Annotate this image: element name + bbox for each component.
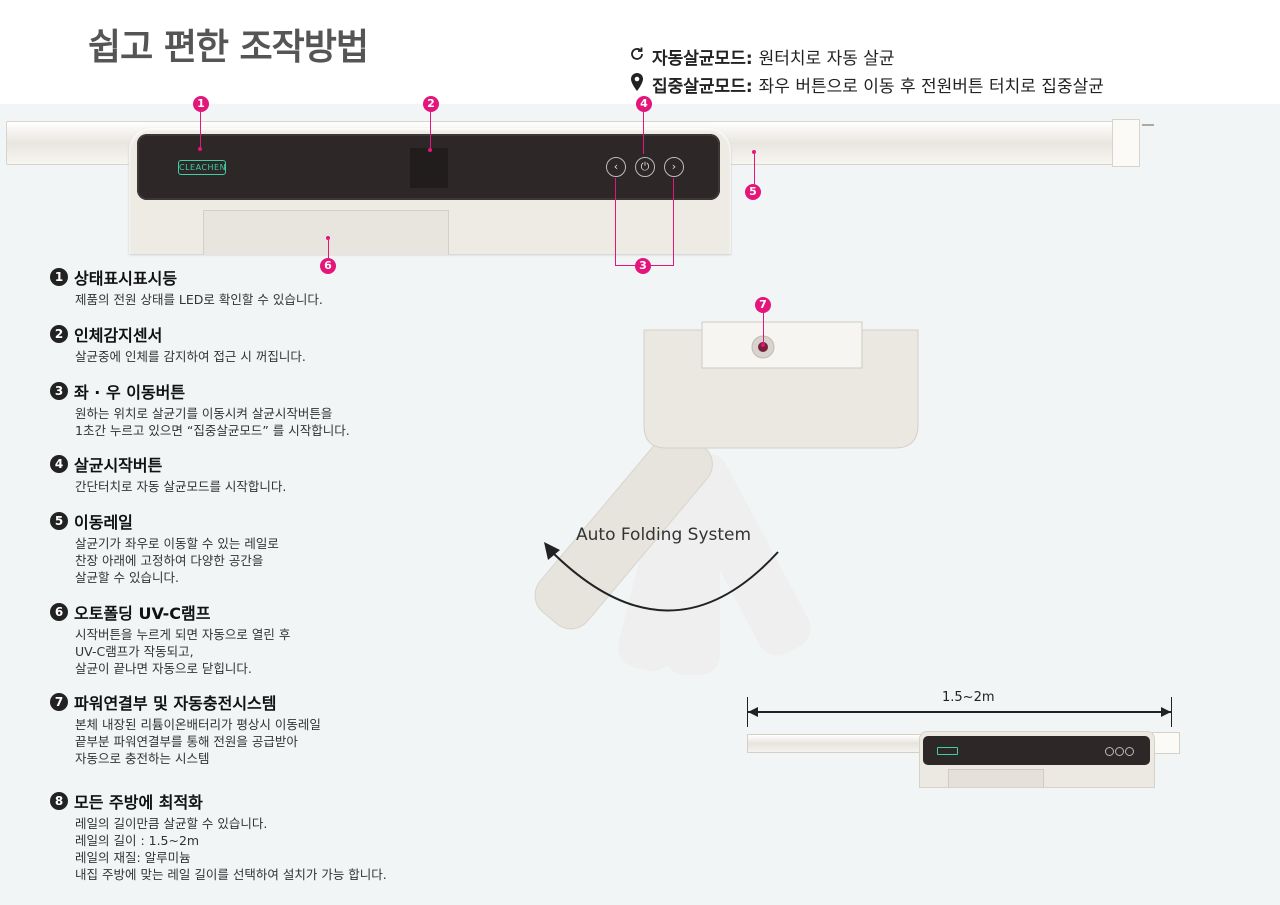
- feature-line: 레일의 길이 : 1.5~2m: [75, 833, 200, 848]
- feature-number: 6: [50, 603, 68, 621]
- marker-6: 6: [320, 258, 336, 274]
- power-button[interactable]: ⏻: [635, 157, 655, 177]
- feature-6: 6 오토폴딩 UV-C램프 시작버튼을 누르게 되면 자동으로 열린 후 UV-C램…: [50, 600, 290, 677]
- marker-6-dot: [326, 236, 330, 240]
- feature-line: 원하는 위치로 살균기를 이동시켜 살균시작버튼을: [75, 406, 333, 421]
- dimension-line: [748, 711, 1171, 713]
- lamp-ghost-arms: [618, 453, 811, 675]
- marker-4-leader: [643, 112, 644, 154]
- feature-2: 2 인체감지센서 살균중에 인체를 감지하여 접근 시 꺼집니다.: [50, 322, 306, 365]
- feature-title: 이동레일: [74, 513, 133, 532]
- power-button-small: [1115, 747, 1124, 756]
- feature-1: 1 상태표시표시등 제품의 전원 상태를 LED로 확인할 수 있습니다.: [50, 265, 323, 308]
- feature-line: 본체 내장된 리튬이온배터리가 평상시 이동레일: [75, 717, 321, 732]
- rail-end-cap: [1112, 119, 1140, 167]
- power-connector-icon: [1142, 110, 1154, 126]
- feature-line: 찬장 아래에 고정하여 다양한 공간을: [75, 553, 264, 568]
- folding-arrow: [549, 549, 779, 612]
- marker-1-leader: [200, 112, 201, 148]
- marker-7-leader: [763, 312, 764, 344]
- marker-3-leader-left: [615, 178, 616, 266]
- feature-7: 7 파워연결부 및 자동충전시스템 본체 내장된 리튬이온배터리가 평상시 이동레…: [50, 690, 321, 767]
- dimension-tick-right: [1171, 697, 1172, 727]
- marker-7-dot: [761, 343, 765, 347]
- refresh-icon: [628, 46, 646, 66]
- dimension-tick-left: [747, 697, 748, 727]
- marker-2-dot: [428, 148, 432, 152]
- feature-number: 4: [50, 455, 68, 473]
- feature-line: 레일의 재질: 알루미늄: [75, 850, 191, 865]
- feature-line: 끝부분 파워연결부를 통해 전원을 공급받아: [75, 734, 298, 749]
- mode-focus: 집중살균모드: 좌우 버튼으로 이동 후 전원버튼 터치로 집중살균: [628, 70, 1104, 98]
- feature-line: 살균중에 인체를 감지하여 접근 시 꺼집니다.: [75, 349, 306, 364]
- marker-4: 4: [636, 96, 652, 112]
- feature-title: 파워연결부 및 자동충전시스템: [74, 694, 277, 713]
- feature-line: 살균이 끝나면 자동으로 닫힙니다.: [75, 661, 252, 676]
- mode-auto: 자동살균모드: 원터치로 자동 살균: [628, 42, 1104, 70]
- feature-line: 간단터치로 자동 살균모드를 시작합니다.: [75, 479, 287, 494]
- mode-legend: 자동살균모드: 원터치로 자동 살균 집중살균모드: 좌우 버튼으로 이동 후 …: [628, 42, 1104, 98]
- marker-3-leader-right: [673, 178, 674, 266]
- auto-folding-label: Auto Folding System: [576, 525, 752, 545]
- feature-line: 내집 주방에 맞는 레일 길이를 선택하여 설치가 가능 합니다.: [75, 867, 387, 882]
- feature-title: 인체감지센서: [74, 326, 163, 345]
- dimension-arrow-right: [1161, 707, 1171, 717]
- feature-4: 4 살균시작버튼 간단터치로 자동 살균모드를 시작합니다.: [50, 452, 286, 495]
- brand-logo-small: [937, 747, 958, 755]
- motion-sensor: [410, 148, 448, 188]
- feature-number: 2: [50, 325, 68, 343]
- feature-line: 살균할 수 있습니다.: [75, 570, 179, 585]
- mode-focus-label: 집중살균모드:: [652, 76, 753, 97]
- page-title: 쉽고 편한 조작방법: [88, 27, 369, 68]
- move-right-button[interactable]: ›: [664, 157, 684, 177]
- uv-lamp-drawer-small: [948, 769, 1044, 787]
- dimension-label: 1.5~2m: [942, 690, 995, 705]
- feature-title: 살균시작버튼: [74, 456, 163, 475]
- feature-line: 살균기가 좌우로 이동할 수 있는 레일로: [75, 536, 279, 551]
- feature-line: 레일의 길이만큼 살균할 수 있습니다.: [75, 816, 268, 831]
- feature-title: 모든 주방에 최적화: [74, 793, 203, 812]
- marker-1: 1: [193, 96, 209, 112]
- folding-arrow-head: [544, 542, 560, 560]
- marker-7: 7: [755, 297, 771, 313]
- move-left-button[interactable]: ‹: [606, 157, 626, 177]
- feature-line: 제품의 전원 상태를 LED로 확인할 수 있습니다.: [75, 292, 323, 307]
- feature-number: 7: [50, 693, 68, 711]
- feature-title: 오토폴딩 UV-C램프: [74, 604, 211, 623]
- brand-logo: CLEACHEN: [178, 160, 226, 175]
- feature-title: 좌 · 우 이동버튼: [74, 383, 186, 402]
- feature-line: 시작버튼을 누르게 되면 자동으로 열린 후: [75, 627, 291, 642]
- right-button-small: [1125, 747, 1134, 756]
- dimension-arrow-left: [748, 707, 758, 717]
- feature-8: 8 모든 주방에 최적화 레일의 길이만큼 살균할 수 있습니다. 레일의 길이 :…: [50, 789, 387, 883]
- marker-1-dot: [198, 147, 202, 151]
- uv-lamp-drawer: [203, 210, 449, 255]
- mode-focus-desc: 좌우 버튼으로 이동 후 전원버튼 터치로 집중살균: [758, 76, 1104, 97]
- feature-number: 1: [50, 268, 68, 286]
- marker-2: 2: [423, 96, 439, 112]
- feature-title: 상태표시표시등: [74, 269, 178, 288]
- feature-number: 8: [50, 792, 68, 810]
- marker-2-leader: [430, 112, 431, 150]
- marker-5-leader: [754, 154, 755, 184]
- connector-pin: [758, 342, 768, 352]
- mode-auto-label: 자동살균모드:: [652, 48, 753, 69]
- map-pin-icon: [628, 73, 646, 95]
- feature-number: 5: [50, 512, 68, 530]
- mode-auto-desc: 원터치로 자동 살균: [758, 48, 895, 69]
- feature-number: 3: [50, 382, 68, 400]
- left-button-small: [1105, 747, 1114, 756]
- auto-folding-illustration: [534, 321, 919, 675]
- marker-5-dot: [752, 150, 756, 154]
- feature-line: UV-C램프가 작동되고,: [75, 644, 194, 659]
- feature-3: 3 좌 · 우 이동버튼 원하는 위치로 살균기를 이동시켜 살균시작버튼을 1초간…: [50, 379, 350, 439]
- feature-line: 자동으로 충전하는 시스템: [75, 751, 210, 766]
- marker-3: 3: [635, 258, 651, 274]
- rail-small-end: [1152, 732, 1180, 754]
- marker-6-leader: [328, 240, 329, 258]
- marker-5: 5: [745, 184, 761, 200]
- feature-line: 1초간 누르고 있으면 “집중살균모드” 를 시작합니다.: [75, 423, 350, 438]
- power-connector: [701, 321, 863, 369]
